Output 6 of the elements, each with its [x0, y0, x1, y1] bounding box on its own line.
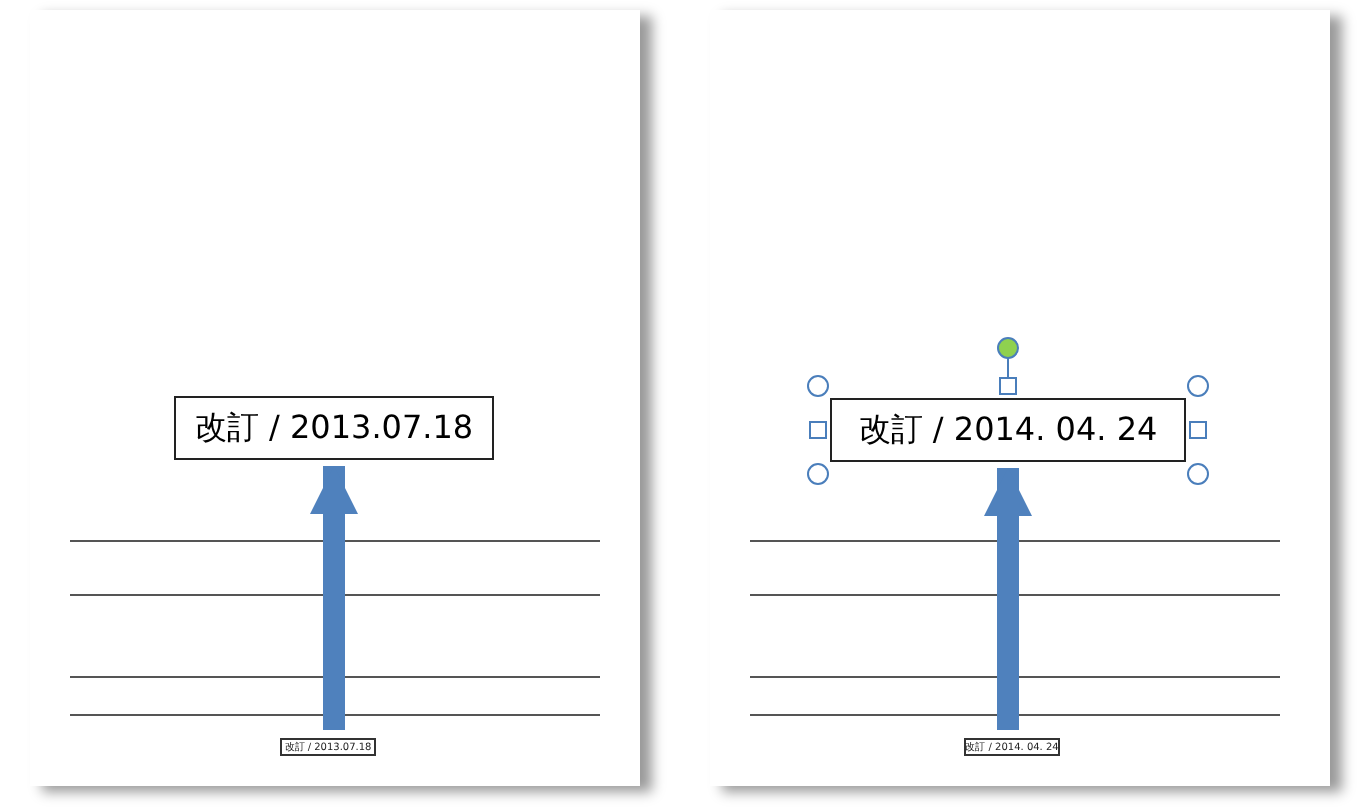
- document-page: [30, 10, 640, 786]
- arrow: [983, 468, 1033, 730]
- arrow: [309, 466, 359, 730]
- revision-callout-box: 改訂 / 2014. 04. 24: [830, 398, 1186, 462]
- revision-callout-box: 改訂 / 2013.07.18: [174, 396, 494, 460]
- document-page: [710, 10, 1330, 786]
